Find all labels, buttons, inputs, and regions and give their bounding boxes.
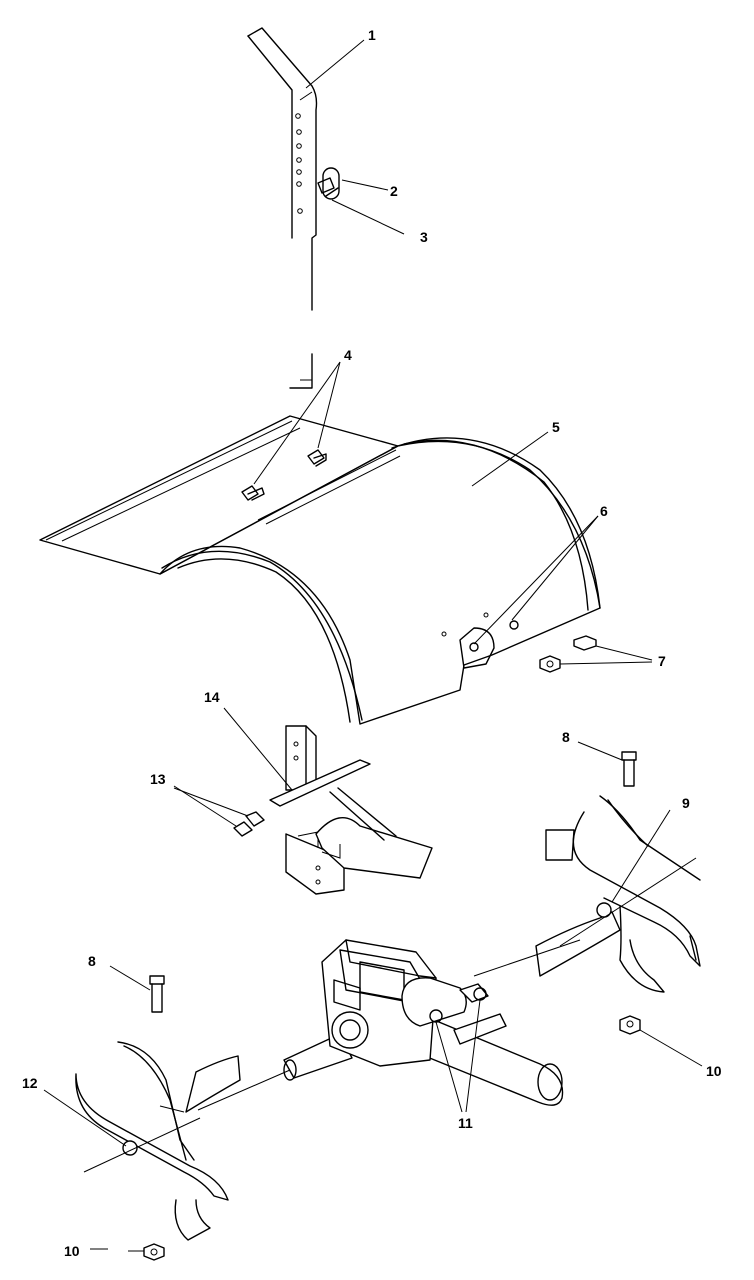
part-3-pin: [325, 187, 339, 197]
callout-5: 5: [552, 419, 560, 435]
callout-8-right: 8: [562, 729, 570, 745]
part-2-clip: [317, 167, 340, 200]
callout-1: 1: [368, 27, 376, 43]
part-11-gearbox-axle: [197, 939, 581, 1111]
bracket-piece: [289, 353, 313, 389]
callout-8-left: 8: [88, 953, 96, 969]
callout-7: 7: [658, 653, 666, 669]
callout-13: 13: [150, 771, 166, 787]
callout-11: 11: [458, 1115, 473, 1131]
part-14-drag-bar: [269, 725, 433, 895]
part-7-nuts: [539, 635, 597, 673]
part-1-depth-bar: [247, 27, 318, 311]
callout-3: 3: [420, 229, 428, 245]
callout-10-right: 10: [706, 1063, 722, 1079]
part-10-nut-left: [143, 1243, 165, 1261]
part-5-tine-shield: [39, 415, 601, 725]
part-8-bolt-right: [621, 751, 637, 787]
callout-6: 6: [600, 503, 608, 519]
callout-10-left: 10: [64, 1243, 80, 1259]
callout-12: 12: [22, 1075, 38, 1091]
callout-14: 14: [204, 689, 220, 705]
callout-9: 9: [682, 795, 690, 811]
part-8-bolt-left: [149, 975, 165, 1013]
callout-4: 4: [344, 347, 352, 363]
part-12-tine-assembly-left: [75, 1041, 241, 1241]
part-13-bolts: [233, 811, 265, 837]
part-10-nut-right: [619, 1015, 641, 1035]
part-9-tine-assembly-right: [535, 795, 701, 993]
part-4-bolts: [241, 449, 327, 501]
callout-2: 2: [390, 183, 398, 199]
leader-lines: [43, 39, 703, 1252]
